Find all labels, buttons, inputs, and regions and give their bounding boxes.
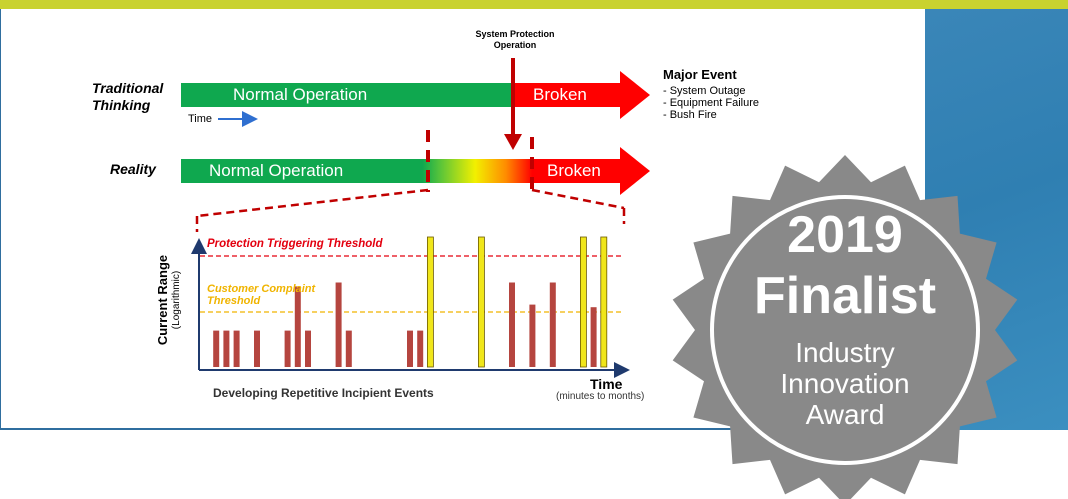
- traditional-normal-label: Normal Operation: [233, 85, 368, 104]
- system-protection-label: System Protection Operation: [475, 29, 555, 50]
- event-bar: [233, 330, 240, 367]
- zoom-line-right: [531, 188, 625, 210]
- event-bar: [549, 282, 556, 367]
- time-arrow-label: Time: [188, 113, 213, 125]
- x-axis-label: Time: [590, 376, 623, 392]
- chart-title: Developing Repetitive Incipient Events: [213, 386, 434, 400]
- major-event-item: - Equipment Failure: [663, 97, 759, 109]
- complaint-threshold-label: Customer Complaint Threshold: [207, 283, 316, 307]
- traditional-broken-label: Broken: [533, 85, 587, 104]
- event-bar: [284, 330, 291, 367]
- traditional-arrowhead: [620, 71, 650, 119]
- incipient-events-chart: [191, 236, 630, 378]
- badge-ring: [710, 195, 980, 465]
- event-bar: [294, 286, 301, 367]
- event-bar: [223, 330, 230, 367]
- badge-line-award: Award: [805, 399, 885, 430]
- badge-starburst: [672, 155, 1018, 499]
- reality-gradient-bar: Normal Operation Broken: [181, 159, 620, 183]
- badge-line-innovation: Innovation: [780, 368, 910, 399]
- major-event-title: Major Event: [663, 67, 737, 82]
- event-bar: [305, 330, 311, 367]
- event-bar: [580, 236, 587, 368]
- event-bar: [417, 330, 424, 367]
- event-bar: [477, 236, 485, 368]
- event-bar: [335, 282, 342, 367]
- event-bar: [509, 282, 515, 367]
- event-bar: [407, 330, 413, 367]
- reality-label: Reality: [110, 161, 156, 177]
- traditional-broken-bar: Broken: [513, 83, 620, 107]
- reality-arrowhead: [620, 147, 650, 195]
- event-bar: [600, 236, 608, 368]
- reality-broken-label: Broken: [547, 161, 601, 180]
- protection-threshold-label: Protection Triggering Threshold: [207, 238, 383, 250]
- major-event-item: - System Outage: [663, 85, 746, 97]
- badge-line-industry: Industry: [795, 337, 895, 368]
- badge-status: Finalist: [753, 267, 937, 325]
- protection-arrow-head: [504, 134, 522, 150]
- traditional-thinking-label: Traditional Thinking: [92, 80, 164, 113]
- event-bars: [213, 236, 608, 368]
- badge-year: 2019: [787, 206, 903, 264]
- traditional-normal-bar: Normal Operation: [181, 83, 513, 107]
- major-event-item: - Bush Fire: [663, 109, 717, 121]
- top-accent-bar: [0, 0, 1068, 9]
- event-bar: [254, 330, 260, 367]
- event-bar: [213, 330, 220, 367]
- event-bar: [590, 307, 597, 367]
- x-axis-sublabel: (minutes to months): [556, 391, 645, 402]
- event-bar: [426, 236, 434, 368]
- event-bar: [529, 304, 536, 367]
- reality-normal-label: Normal Operation: [209, 161, 344, 180]
- event-bar: [345, 330, 352, 367]
